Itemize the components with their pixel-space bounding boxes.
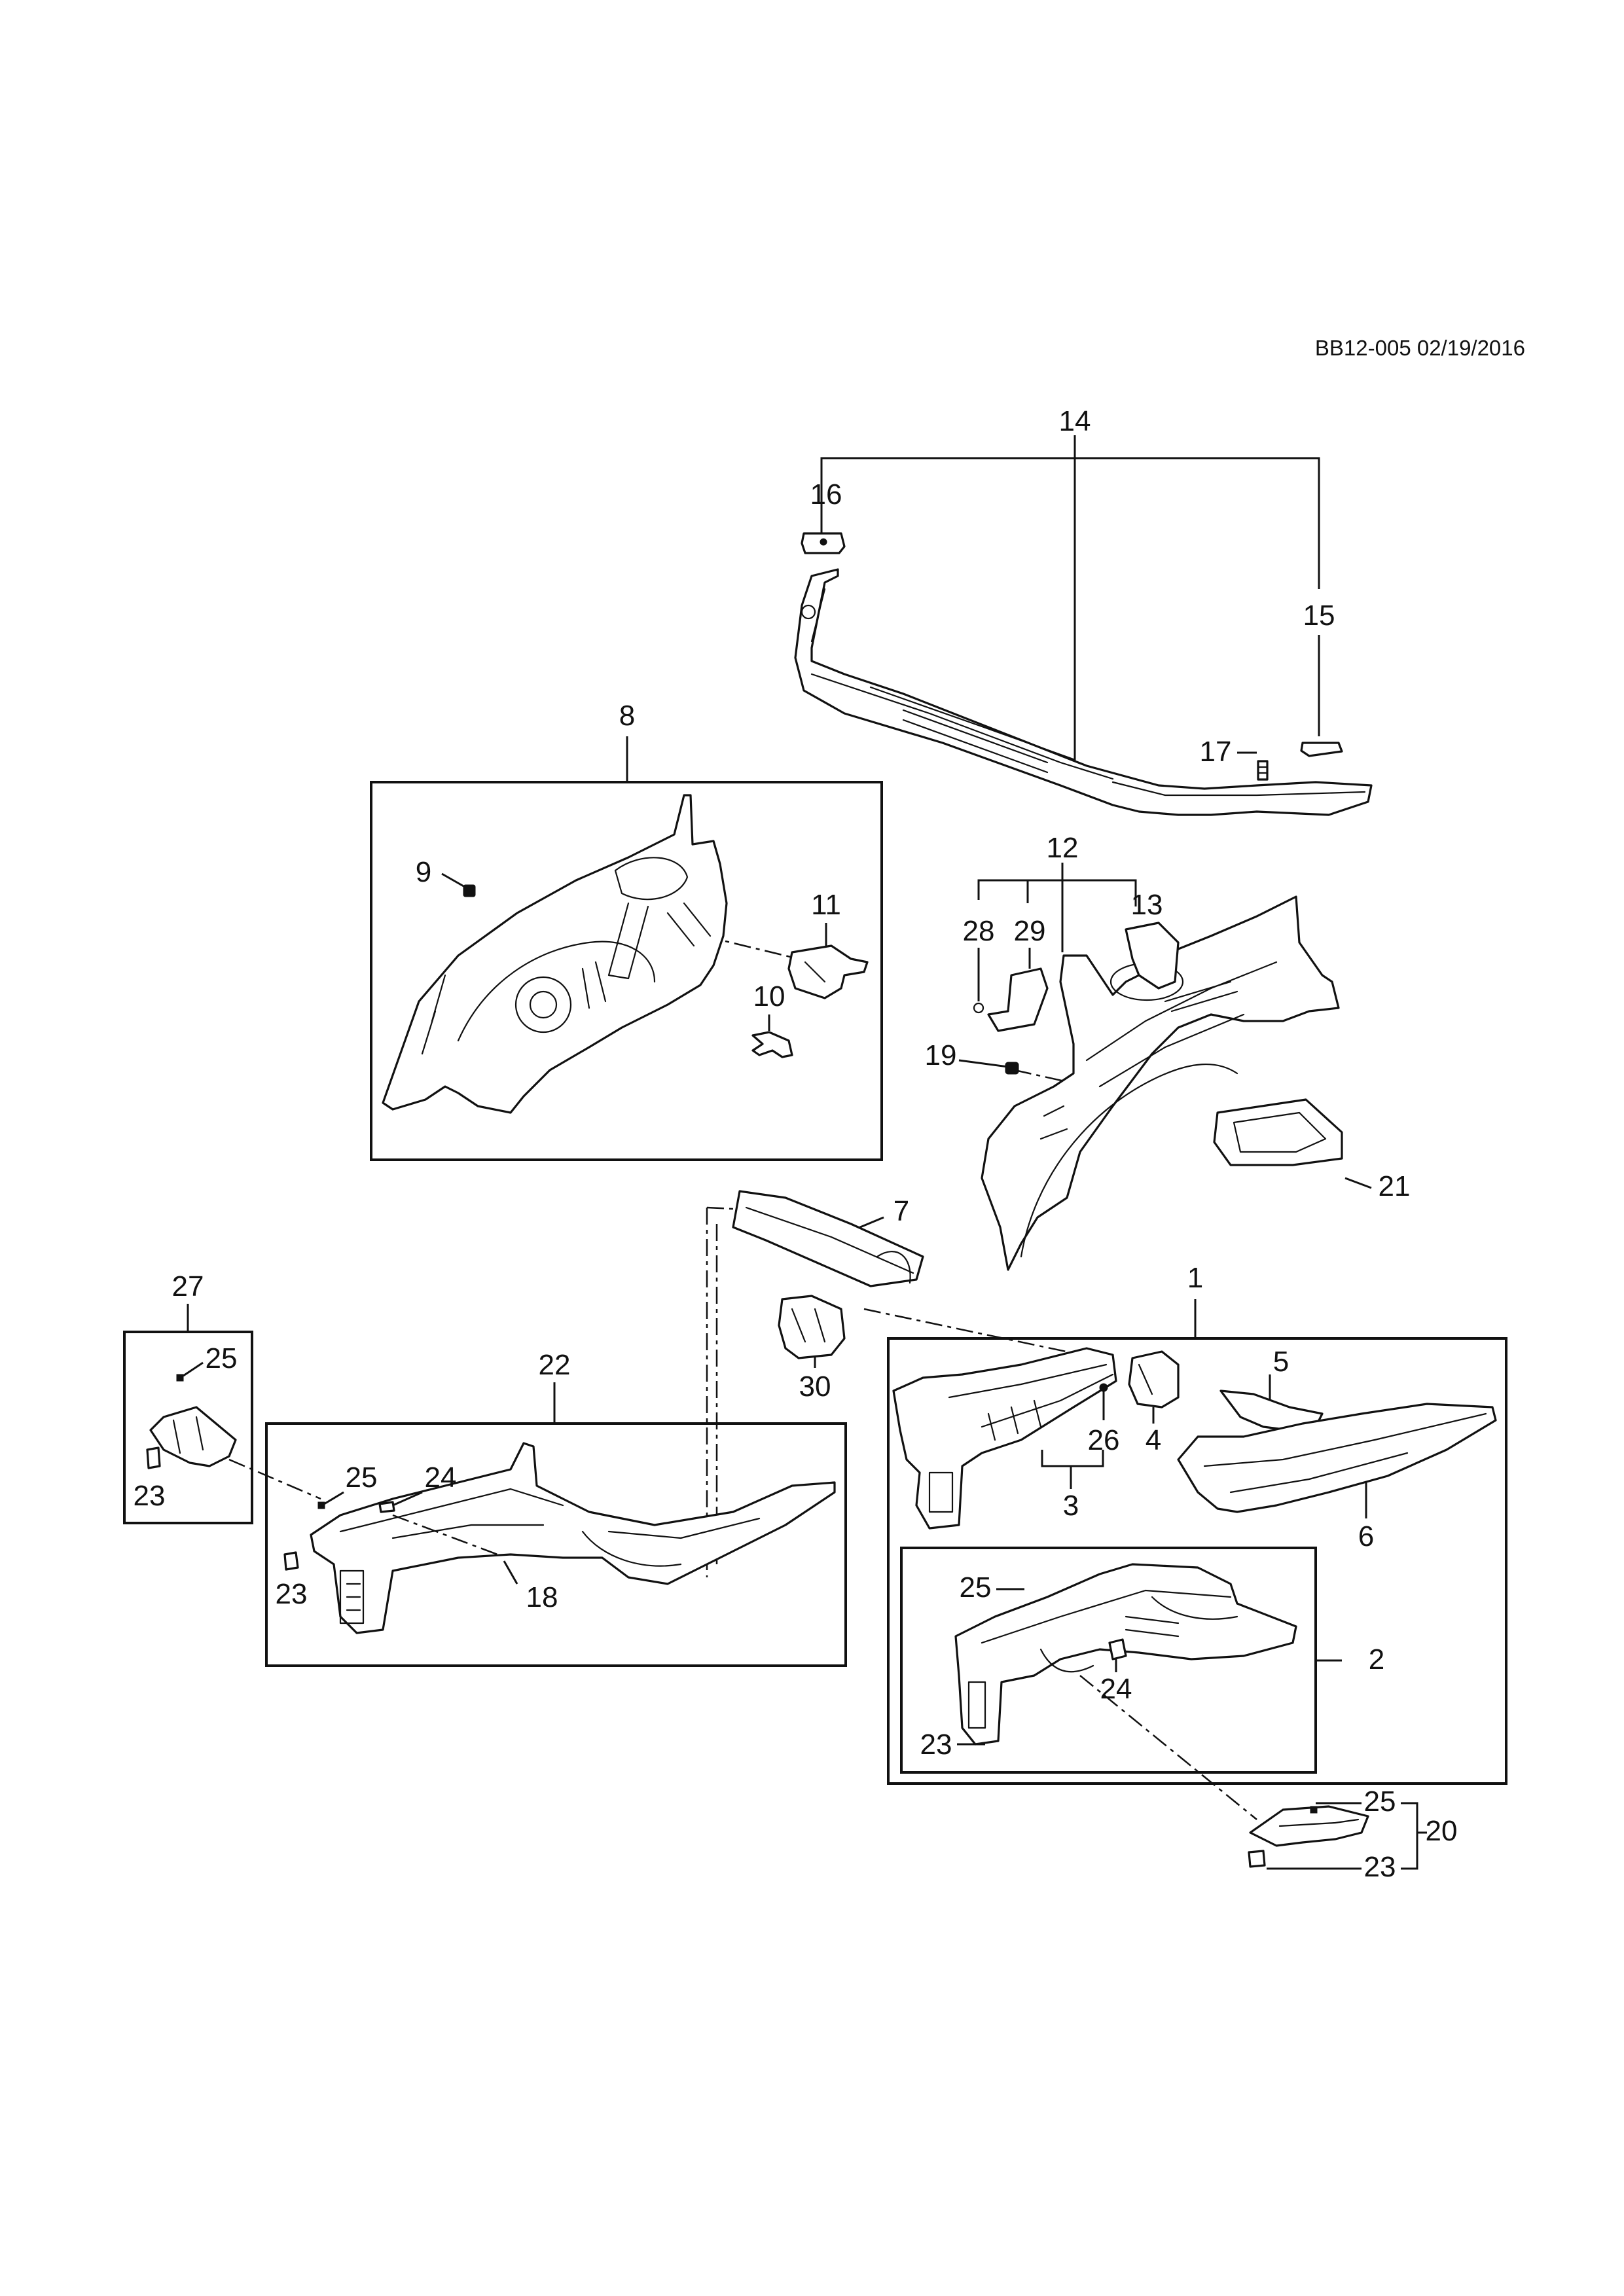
- callout-29: 29: [1014, 915, 1046, 947]
- callout-13: 13: [1131, 889, 1163, 921]
- group-7: 7 30: [706, 1190, 1113, 1577]
- bracket-30: [778, 1295, 846, 1359]
- bracket-10: [751, 1031, 793, 1058]
- callout-19: 19: [925, 1039, 957, 1071]
- callout-8: 8: [619, 700, 635, 732]
- reinforcement-7: [732, 1190, 924, 1287]
- screw-28: [973, 1002, 984, 1014]
- callout-7: 7: [893, 1195, 909, 1227]
- bracket-27: [149, 1406, 237, 1467]
- callout-5: 5: [1273, 1346, 1289, 1378]
- bracket-23-box22: [283, 1551, 299, 1571]
- reinforcement-21: [1213, 1098, 1343, 1166]
- callout-23-box2: 23: [920, 1729, 952, 1761]
- callout-6: 6: [1358, 1520, 1374, 1552]
- rear-wheelhouse-panel: [382, 794, 728, 1114]
- box-1: [887, 1337, 1507, 1785]
- callout-25-g20: 25: [1364, 1785, 1396, 1818]
- callout-26: 26: [1088, 1424, 1120, 1456]
- callout-28: 28: [963, 915, 995, 947]
- document-code: BB12-005 02/19/2016: [1315, 336, 1525, 360]
- callout-12: 12: [1047, 832, 1079, 864]
- rail-assembly-22: [310, 1442, 836, 1634]
- nut-9: [463, 884, 476, 897]
- callout-30: 30: [799, 1371, 831, 1403]
- group-20: 25 23 20: [1248, 1785, 1458, 1883]
- callout-2: 2: [1369, 1643, 1384, 1676]
- clip-24-box2: [1108, 1638, 1127, 1660]
- box-22: [265, 1422, 847, 1667]
- bracket-23-g20: [1248, 1850, 1266, 1868]
- group-14: 14 15 16 17: [794, 405, 1373, 816]
- callout-24-box2: 24: [1100, 1673, 1132, 1705]
- callout-21: 21: [1379, 1170, 1411, 1202]
- callout-3: 3: [1063, 1490, 1079, 1522]
- bracket-13: [1125, 922, 1180, 990]
- callout-4: 4: [1146, 1424, 1161, 1456]
- group-8: 8 9 10 11: [370, 700, 883, 1161]
- clip-24-box22: [378, 1501, 395, 1513]
- bracket-4: [1128, 1350, 1180, 1408]
- callout-14: 14: [1059, 405, 1091, 437]
- callout-23-g20: 23: [1364, 1851, 1396, 1883]
- callout-23-box27: 23: [134, 1480, 166, 1512]
- rail-assembly-2: [954, 1563, 1297, 1746]
- front-rail-3: [892, 1347, 1117, 1530]
- upper-tie-bar: [794, 568, 1373, 816]
- callout-1: 1: [1187, 1262, 1203, 1294]
- group-1: 1 3 26 4 5 6 2: [887, 1262, 1507, 1785]
- callout-9: 9: [416, 856, 431, 888]
- bracket-29: [987, 967, 1049, 1032]
- group-12: 12 28 29 13 19 21: [925, 832, 1411, 1271]
- callout-25-box27: 25: [206, 1342, 238, 1374]
- callout-23-box22: 23: [276, 1578, 308, 1610]
- callout-20: 20: [1426, 1815, 1458, 1847]
- box-8: [370, 781, 883, 1161]
- bracket-11: [787, 944, 869, 999]
- callout-27: 27: [172, 1270, 204, 1302]
- front-rail-6: [1177, 1403, 1497, 1513]
- bolt-17: [1257, 760, 1269, 781]
- callout-25-box2: 25: [960, 1571, 992, 1604]
- callout-16: 16: [810, 478, 842, 511]
- callout-10: 10: [753, 980, 785, 1013]
- callout-22: 22: [539, 1349, 571, 1381]
- callout-18: 18: [526, 1581, 558, 1613]
- callout-15: 15: [1303, 600, 1335, 632]
- box-27: [123, 1331, 253, 1524]
- callout-11: 11: [811, 889, 841, 921]
- callout-17: 17: [1200, 736, 1232, 768]
- bracket-15: [1300, 742, 1343, 757]
- callout-25-box22: 25: [346, 1462, 378, 1494]
- nut-19: [1005, 1062, 1019, 1075]
- callout-24-box22: 24: [425, 1462, 457, 1494]
- front-wheelhouse: [981, 895, 1340, 1271]
- group-27: 27 25 23: [123, 1270, 253, 1524]
- extension-20: [1249, 1805, 1369, 1847]
- group-22: 22 25 24 23 18: [265, 1349, 847, 1667]
- bracket-23-box27: [146, 1446, 161, 1469]
